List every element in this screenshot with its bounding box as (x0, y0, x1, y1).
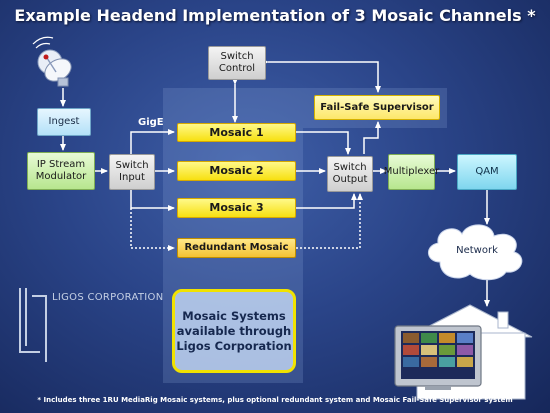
satellite-dish-icon (32, 36, 72, 87)
house-tv-icon (394, 304, 533, 400)
qam-box: QAM (457, 154, 517, 190)
switch-control-box: Switch Control (208, 46, 266, 80)
availability-callout-text: Mosaic Systems available through Ligos C… (176, 308, 292, 353)
multiplexer-label: Multiplexer (383, 166, 440, 177)
arrow-switch-mosaic3 (130, 189, 175, 211)
company-name: LIGOS CORPORATION (52, 292, 164, 303)
mosaic-1-label: Mosaic 1 (209, 125, 264, 139)
switch-input-label: Switch Input (115, 160, 149, 183)
redundant-mosaic-box: Redundant Mosaic (177, 238, 296, 258)
qam-label: QAM (475, 166, 499, 177)
arrow-redundant-output (296, 193, 363, 249)
arrow-switch-mosaic1 (130, 129, 175, 155)
mosaic-2-label: Mosaic 2 (209, 164, 264, 177)
mosaic-2-box: Mosaic 2 (177, 161, 296, 181)
ingest-box: Ingest (37, 108, 91, 136)
ip-stream-modulator-box: IP Stream Modulator (27, 152, 95, 190)
mosaic-3-box: Mosaic 3 (177, 198, 296, 218)
network-cloud-icon (428, 224, 523, 281)
switch-control-label: Switch Control (218, 51, 256, 74)
availability-callout: Mosaic Systems available through Ligos C… (172, 289, 296, 373)
footnote: * Includes three 1RU MediaRig Mosaic sys… (37, 396, 513, 404)
mosaic-1-box: Mosaic 1 (177, 123, 296, 142)
fail-safe-supervisor-box: Fail-Safe Supervisor (314, 95, 440, 120)
switch-output-box: Switch Output (327, 156, 373, 192)
multiplexer-box: Multiplexer (384, 154, 439, 190)
gige-label: GigE (138, 117, 164, 128)
fail-safe-supervisor-label: Fail-Safe Supervisor (320, 101, 434, 113)
ligos-logo-mark (19, 288, 47, 362)
network-label: Network (456, 245, 498, 256)
ingest-label: Ingest (48, 116, 80, 127)
page-title: Example Headend Implementation of 3 Mosa… (14, 6, 536, 25)
arrow-control-supervisor (262, 59, 381, 93)
switch-input-box: Switch Input (109, 154, 155, 190)
arrow-output-supervisor (363, 121, 381, 154)
arrow-mosaic3-output (296, 193, 357, 209)
redundant-mosaic-label: Redundant Mosaic (184, 242, 289, 253)
switch-output-label: Switch Output (332, 162, 368, 185)
ip-stream-modulator-label: IP Stream Modulator (35, 159, 87, 182)
arrow-mosaic1-output (296, 131, 351, 155)
arrow-switch-redundant (130, 208, 175, 251)
mosaic-3-label: Mosaic 3 (209, 201, 264, 214)
